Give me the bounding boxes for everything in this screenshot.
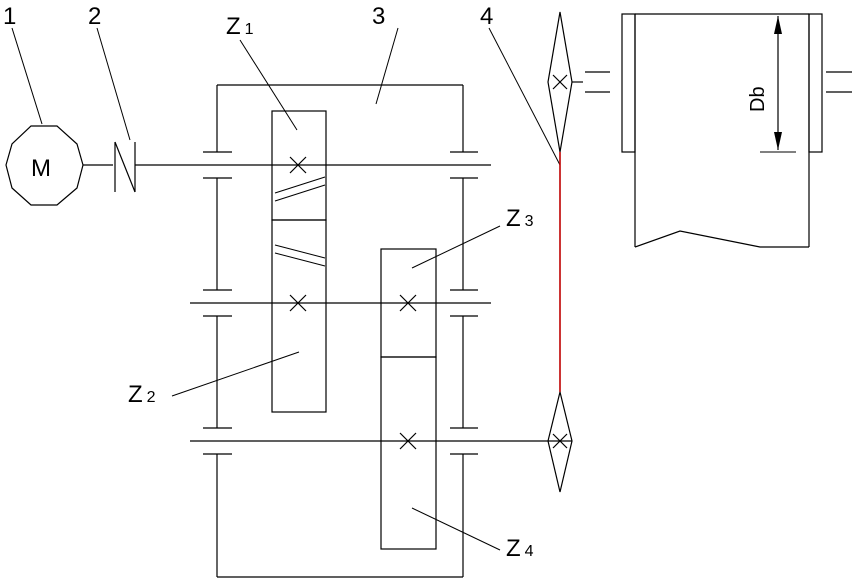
gearbox-housing [216,84,464,578]
callout-number-2: 2 [88,3,101,30]
bearing-right-input [450,151,478,179]
bearing-left-intermediate [203,289,232,317]
leader-line-3 [375,27,399,105]
conveyor-drum [621,13,823,248]
dimension-db [760,13,796,153]
drum-left-bearing [585,71,610,93]
drum-right-bearing [826,71,852,93]
gear-z4 [380,356,437,550]
callout-number-3: 3 [372,3,385,30]
bearing-left-output [203,427,232,455]
upper-sprocket [547,11,573,153]
lower-sprocket [547,391,573,493]
leader-line-2 [96,27,131,141]
bearing-left-input [203,151,232,179]
leader-line-z3 [411,225,501,269]
bearing-right-intermediate [450,289,478,317]
coupling-symbol [114,141,136,193]
leader-line-z1 [239,39,298,131]
motor-octagon [5,125,84,206]
callout-number-4: 4 [480,3,493,30]
bearing-right-output [450,427,478,455]
leader-line-z4 [411,507,501,551]
dimension-db-label: Db [747,86,769,112]
callout-number-1: 1 [3,3,16,30]
gear-z2 [271,219,327,413]
motor-symbol: M [31,155,51,182]
leader-line-1 [11,27,43,125]
leader-line-z2 [171,351,300,397]
leader-line-4 [488,27,561,166]
